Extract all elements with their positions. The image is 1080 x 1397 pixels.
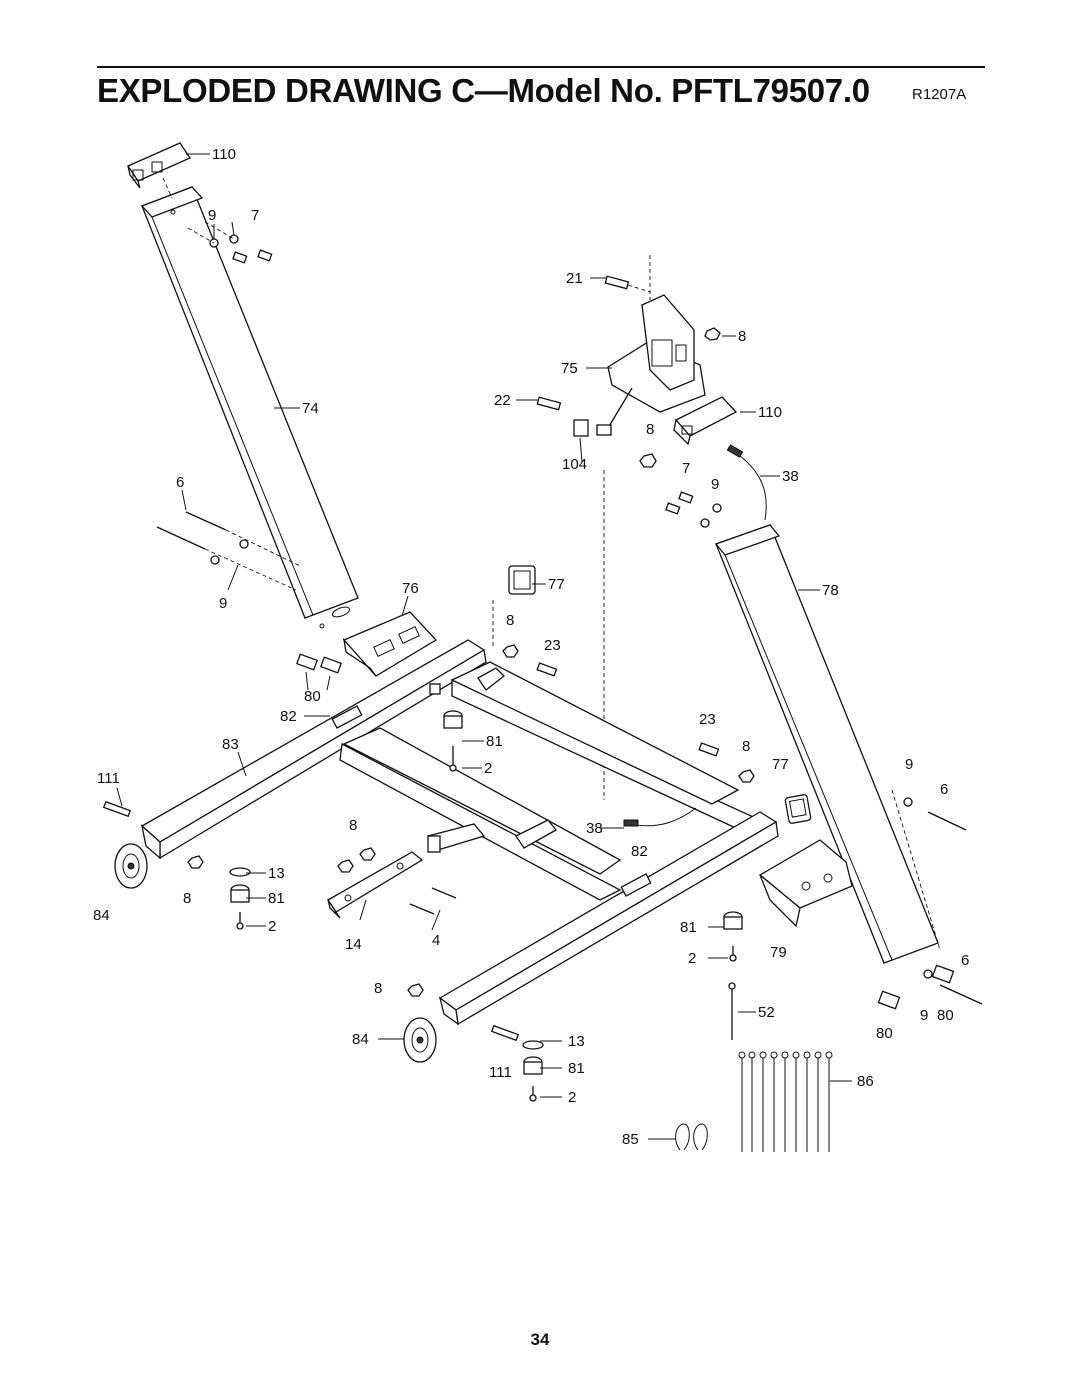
pin-52 [728,982,736,1040]
bolt-22-and-spacer-104 [536,396,657,468]
callout-9: 9 [920,1007,928,1024]
callout-9: 9 [711,476,719,493]
callout-81: 81 [680,919,697,936]
callout-13: 13 [268,865,285,882]
callout-80: 80 [937,1007,954,1024]
base-frame [140,639,853,1026]
callout-82: 82 [631,843,648,860]
screws-2 [236,746,737,1102]
long-bolts-6-right [877,797,983,1010]
callout-labels: 110 9 7 21 8 75 74 22 110 8 104 7 9 38 6… [93,146,969,1148]
console-base-75 [603,255,706,800]
wheel-84-left [114,843,148,889]
callout-2: 2 [568,1089,576,1106]
callout-83: 83 [222,736,239,753]
callout-8: 8 [374,980,382,997]
right-upright-78 [714,524,941,964]
grommet-77-top [508,565,536,595]
callout-9: 9 [905,756,913,773]
callout-13: 13 [568,1033,585,1050]
callout-6: 6 [176,474,184,491]
leader-lines [116,153,852,1140]
callout-110: 110 [758,404,782,421]
callout-52: 52 [758,1004,775,1021]
callout-77: 77 [772,756,789,773]
callout-111: 111 [97,770,120,787]
wire-38-lower [629,807,697,827]
callout-74: 74 [302,400,319,417]
page-title: EXPLODED DRAWING C—Model No. PFTL79507.0 [97,72,870,109]
callout-81: 81 [568,1060,585,1077]
callout-7: 7 [682,460,690,477]
callout-21: 21 [566,270,583,287]
callout-77: 77 [548,576,565,593]
title-rule [97,66,985,68]
callout-78: 78 [822,582,839,599]
callout-23: 23 [544,637,561,654]
callout-84: 84 [352,1031,369,1048]
callout-6: 6 [940,781,948,798]
nuts-8-misc [187,847,424,997]
page-number: 34 [530,1330,550,1349]
wheel-84-right [403,1017,437,1063]
callout-2: 2 [484,760,492,777]
end-cap-110-right [673,396,738,446]
callout-6: 6 [961,952,969,969]
callout-2: 2 [688,950,696,967]
callout-75: 75 [561,360,578,377]
callout-86: 86 [857,1073,874,1090]
wire-38-connector [726,444,744,458]
cable-ties-86 [738,1051,833,1152]
clips-85 [675,1123,708,1151]
wire-38-upper [734,451,767,521]
callout-9: 9 [208,207,216,224]
callout-14: 14 [345,936,362,953]
callout-81: 81 [486,733,503,750]
callout-81: 81 [268,890,285,907]
callout-38: 38 [586,820,603,837]
callout-8: 8 [349,817,357,834]
callout-4: 4 [432,932,440,949]
callout-8: 8 [646,421,654,438]
long-bolts-6-left [156,511,301,591]
bolts-23-nuts-8 [492,600,755,783]
left-upright-74 [140,186,359,629]
callout-8: 8 [183,890,191,907]
callout-85: 85 [622,1131,639,1148]
bolts-4 [409,887,457,915]
bolt-21 [604,275,651,293]
callout-38: 38 [782,468,799,485]
callout-8: 8 [742,738,750,755]
callout-7: 7 [251,207,259,224]
end-cap-110-left [127,142,191,199]
nut-8-console [704,327,721,341]
grommet-77-right [784,794,812,824]
callout-76: 76 [402,580,419,597]
callout-84: 84 [93,907,110,924]
callout-9: 9 [219,595,227,612]
upright-bolts-right [665,491,722,528]
spacers-80-left [295,653,343,674]
callout-8: 8 [506,612,514,629]
callout-2: 2 [268,918,276,935]
revision-code: R1207A [912,86,967,103]
callout-79: 79 [770,944,787,961]
callout-111: 111 [489,1064,512,1081]
callout-80: 80 [304,688,321,705]
callout-23: 23 [699,711,716,728]
hood-bracket-76 [342,611,438,677]
callout-80: 80 [876,1025,893,1042]
callout-8: 8 [738,328,746,345]
axle-bolts-111 [102,800,520,1042]
callout-82: 82 [280,708,297,725]
callout-104: 104 [562,456,587,473]
callout-22: 22 [494,392,511,409]
callout-110: 110 [212,146,236,163]
upright-bolts-top [187,221,273,264]
leveler-feet [229,710,743,1075]
